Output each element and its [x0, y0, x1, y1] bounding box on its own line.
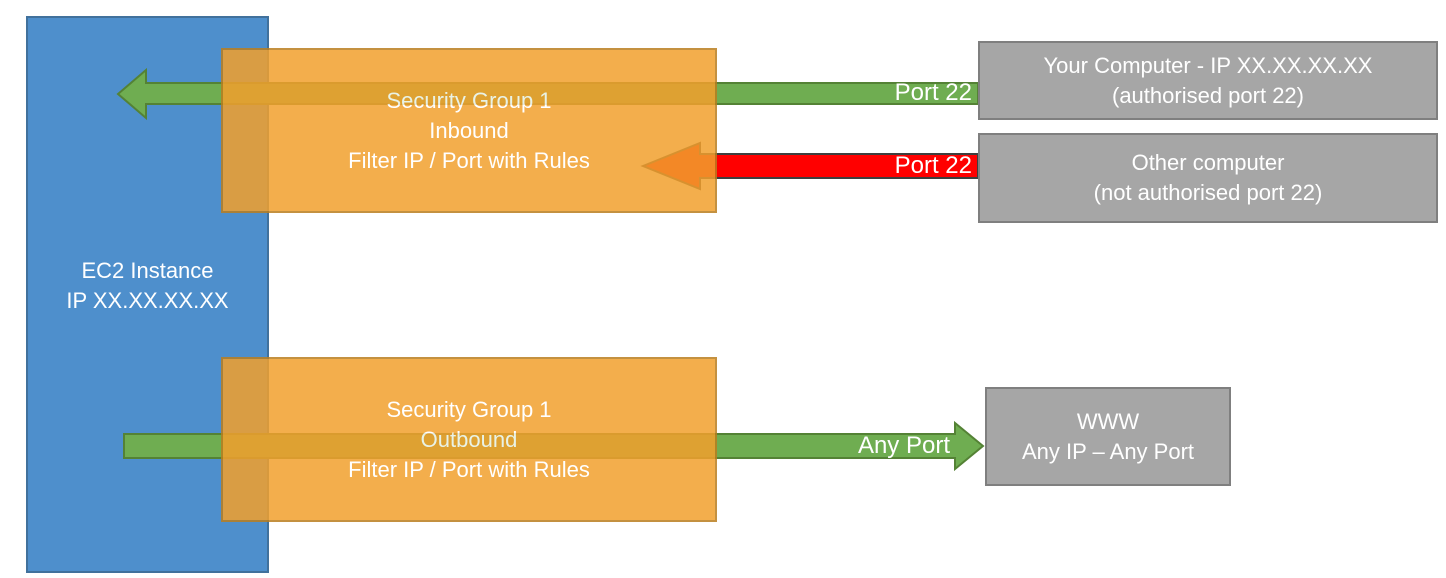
your-computer-box: Your Computer - IP XX.XX.XX.XX (authoris…: [978, 41, 1438, 120]
inbound-allowed-port-label: Port 22: [894, 79, 972, 106]
other-computer-title: Other computer: [1131, 150, 1285, 175]
your-computer-subtitle: (authorised port 22): [1112, 82, 1304, 108]
other-computer-subtitle: (not authorised port 22): [1093, 180, 1323, 205]
www-box: WWW Any IP – Any Port: [985, 387, 1231, 486]
ec2-instance-name: EC2 Instance: [81, 257, 214, 283]
sg-inbound-direction: Inbound: [429, 117, 509, 143]
security-group-outbound-box: Security Group 1 Outbound Filter IP / Po…: [221, 357, 717, 522]
ec2-instance-ip: IP XX.XX.XX.XX: [66, 287, 229, 313]
sg-outbound-direction: Outbound: [420, 426, 518, 452]
security-group-inbound-box: Security Group 1 Inbound Filter IP / Por…: [221, 48, 717, 213]
sg-inbound-rule: Filter IP / Port with Rules: [348, 147, 590, 173]
other-computer-box: Other computer (not authorised port 22): [978, 133, 1438, 223]
www-title: WWW: [1076, 408, 1140, 434]
outbound-port-label: Any Port: [857, 432, 950, 459]
sg-outbound-rule: Filter IP / Port with Rules: [348, 456, 590, 482]
inbound-blocked-port-label: Port 22: [894, 152, 972, 179]
sg-inbound-name: Security Group 1: [386, 87, 552, 113]
your-computer-title: Your Computer - IP XX.XX.XX.XX: [1043, 52, 1373, 78]
sg-outbound-name: Security Group 1: [386, 396, 552, 422]
www-subtitle: Any IP – Any Port: [1021, 438, 1195, 464]
